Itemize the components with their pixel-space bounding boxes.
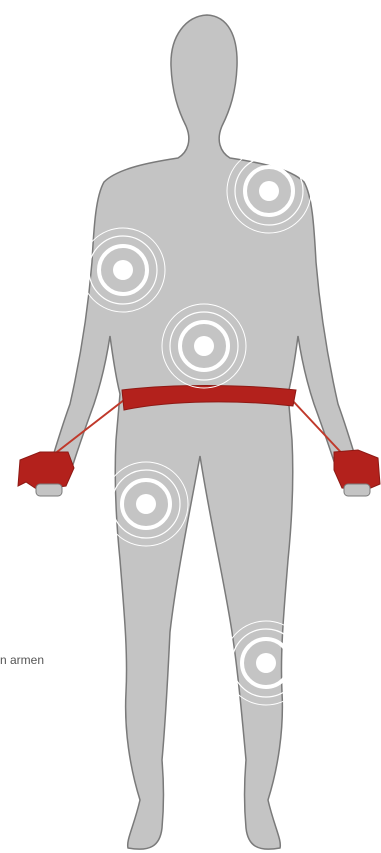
body-silhouette	[50, 15, 358, 849]
left-fingers	[36, 484, 62, 496]
right-fingers	[344, 484, 370, 496]
side-caption-text: n armen	[0, 653, 44, 667]
